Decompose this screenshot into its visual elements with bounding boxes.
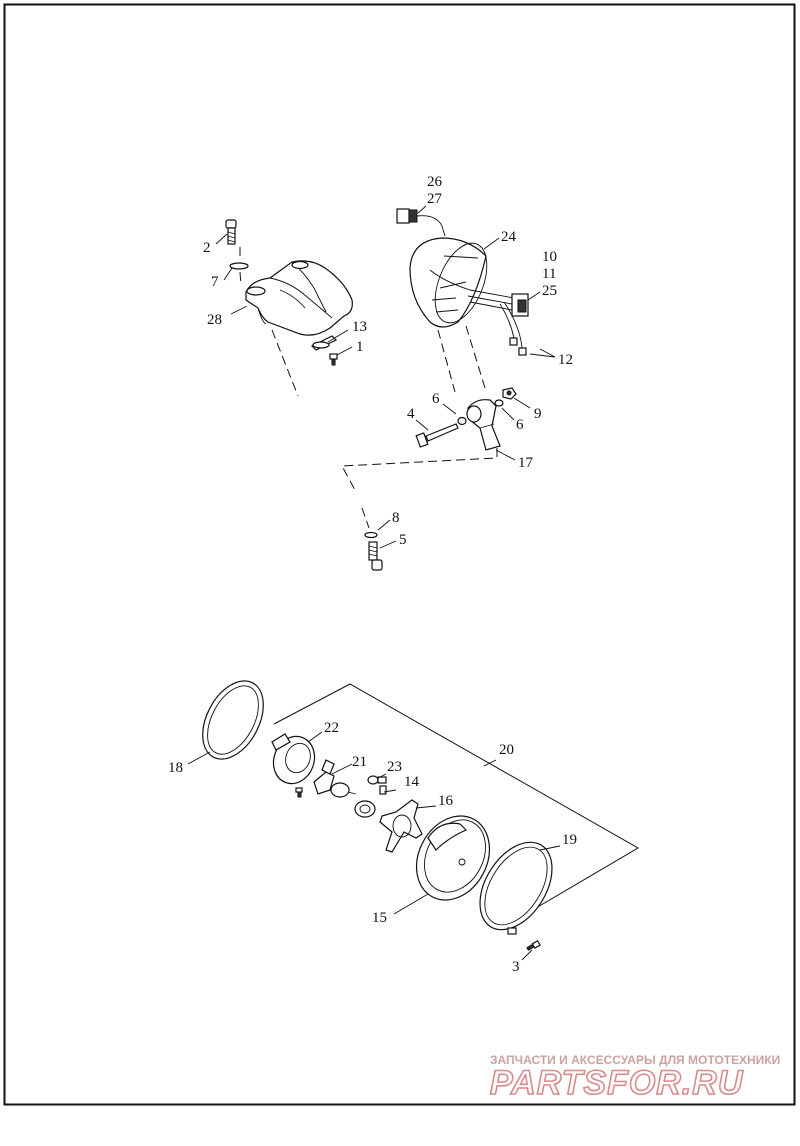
- washer-part-7: [229, 262, 249, 270]
- retaining-ring-part-19: [479, 841, 553, 935]
- washer-part-6b: [494, 399, 504, 407]
- callout-20: 20: [499, 742, 514, 758]
- screw-near-22: [295, 787, 303, 798]
- retaining-plate-part-16: [379, 799, 423, 853]
- bolt-part-2: [225, 219, 237, 245]
- marker-bulb-part-23: [367, 775, 387, 785]
- wiring-harness-part-10-11-25: [467, 289, 529, 349]
- leader-lines: [187, 205, 561, 961]
- long-bolt-part-4: [415, 423, 459, 448]
- callout-6-right: 6: [516, 417, 524, 433]
- bolt-part-5: [368, 541, 383, 571]
- connector-part-26-27: [396, 208, 446, 237]
- callout-24: 24: [501, 229, 517, 245]
- callout-19: 19: [562, 832, 577, 848]
- callout-6-left: 6: [432, 391, 440, 407]
- watermark-tagline: ЗАПЧАСТИ И АКСЕССУАРЫ ДЛЯ МОТОТЕХНИКИ: [490, 1053, 780, 1067]
- bracket-part-13: [310, 335, 338, 351]
- terminals-part-12: [509, 337, 527, 356]
- headlamp-nacelle-part-28: [245, 260, 353, 336]
- callout-1: 1: [356, 339, 364, 355]
- callout-17: 17: [518, 455, 534, 471]
- group-bracket-20: [273, 683, 639, 909]
- callout-18: 18: [168, 760, 183, 776]
- callout-3: 3: [512, 959, 520, 975]
- watermark: ЗАПЧАСТИ И АКСЕССУАРЫ ДЛЯ МОТОТЕХНИКИ PA…: [489, 1053, 780, 1103]
- retainer-part-22: [271, 733, 316, 785]
- callout-5: 5: [399, 532, 407, 548]
- screw-part-3: [526, 939, 541, 951]
- callout-7: 7: [211, 274, 219, 290]
- callout-labels: 2 7 28 13 1 26 27 24 10 11 25 12 4 6 9 6…: [168, 174, 577, 975]
- washer-part-6a: [457, 416, 467, 426]
- callout-16: 16: [438, 793, 454, 809]
- trim-ring-part-18: [202, 680, 264, 760]
- nut-part-9: [502, 387, 517, 400]
- callout-22: 22: [324, 720, 339, 736]
- callout-28: 28: [207, 312, 222, 328]
- halogen-bulb-part-21: [313, 759, 357, 798]
- callout-14: 14: [404, 774, 420, 790]
- callout-12: 12: [558, 352, 573, 368]
- callout-21: 21: [352, 754, 367, 770]
- page-frame: [3, 3, 796, 1106]
- callout-8: 8: [392, 510, 400, 526]
- callout-10: 10: [542, 249, 557, 265]
- callout-26: 26: [427, 174, 443, 190]
- bulb-socket-part-14: [354, 785, 387, 818]
- callout-11: 11: [542, 266, 556, 282]
- washer-part-8: [364, 531, 378, 539]
- headlamp-lens-part-15: [415, 815, 491, 901]
- watermark-brand: PARTSFOR.RU: [490, 1064, 744, 1102]
- callout-15: 15: [372, 910, 387, 926]
- headlamp-housing-part-24: [409, 237, 488, 328]
- callout-23: 23: [387, 759, 402, 775]
- callout-2: 2: [203, 240, 211, 256]
- screw-part-1: [329, 353, 338, 366]
- callout-13: 13: [352, 319, 367, 335]
- callout-4: 4: [407, 406, 415, 422]
- mounting-bracket-part-17: [466, 399, 501, 451]
- callout-27: 27: [427, 191, 443, 207]
- callout-9: 9: [534, 406, 542, 422]
- callout-25: 25: [542, 283, 557, 299]
